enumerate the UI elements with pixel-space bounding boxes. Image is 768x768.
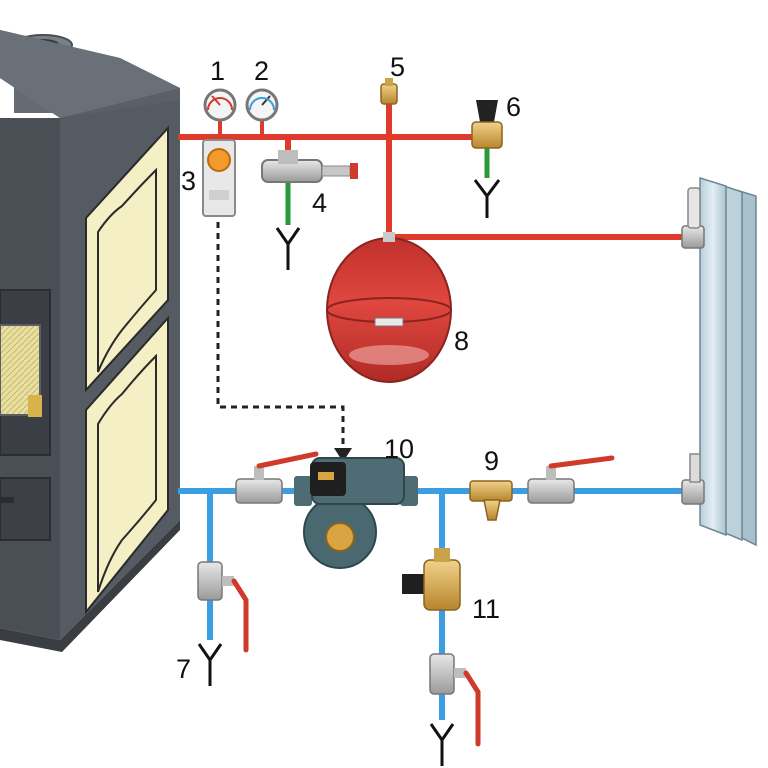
pressure-gauge bbox=[203, 88, 237, 122]
label-filling-valve: 11 bbox=[472, 594, 500, 624]
thermometer bbox=[245, 88, 279, 122]
wire-arrow-head bbox=[334, 448, 352, 462]
radiator-valve-top bbox=[681, 225, 705, 249]
label-thermostat: 3 bbox=[181, 166, 196, 196]
ball-valve-right bbox=[527, 455, 615, 504]
thermostat-wire bbox=[216, 222, 345, 450]
side-panel-lower bbox=[85, 315, 169, 615]
label-thermometer: 2 bbox=[254, 56, 269, 86]
label-strainer: 9 bbox=[484, 446, 499, 476]
safety-valve bbox=[471, 100, 503, 149]
strainer bbox=[469, 480, 513, 521]
outlet-y-4 bbox=[275, 227, 301, 270]
outlet-y-7 bbox=[197, 643, 223, 686]
stove bbox=[0, 30, 180, 652]
radiator-valve-bottom bbox=[681, 479, 705, 505]
label-thermal-discharge-valve: 4 bbox=[312, 188, 327, 218]
hot-supply-pipes bbox=[178, 100, 690, 248]
ash-drawer bbox=[0, 477, 51, 541]
radiator bbox=[681, 176, 757, 547]
drain-pipes bbox=[285, 148, 490, 225]
circulation-pump bbox=[294, 457, 418, 569]
outlet-y-11 bbox=[429, 723, 455, 766]
label-safety-valve: 6 bbox=[506, 92, 521, 122]
label-circulation-pump: 10 bbox=[384, 434, 414, 464]
thermostat bbox=[202, 139, 236, 217]
outlet-symbols bbox=[197, 179, 501, 766]
label-air-vent: 5 bbox=[390, 52, 405, 82]
side-panel-upper bbox=[85, 125, 169, 393]
expansion-vessel bbox=[326, 232, 452, 383]
drain-valve bbox=[197, 561, 249, 653]
ball-valve-left bbox=[235, 451, 319, 504]
ball-valve-filling bbox=[429, 653, 481, 747]
label-pressure-gauge: 1 bbox=[210, 56, 225, 86]
outlet-y-6 bbox=[473, 179, 501, 218]
thermal-discharge-valve bbox=[261, 150, 358, 183]
filling-valve bbox=[402, 548, 461, 611]
label-drain-valve: 7 bbox=[176, 654, 191, 684]
air-vent bbox=[380, 78, 398, 105]
label-expansion-vessel: 8 bbox=[454, 326, 469, 356]
